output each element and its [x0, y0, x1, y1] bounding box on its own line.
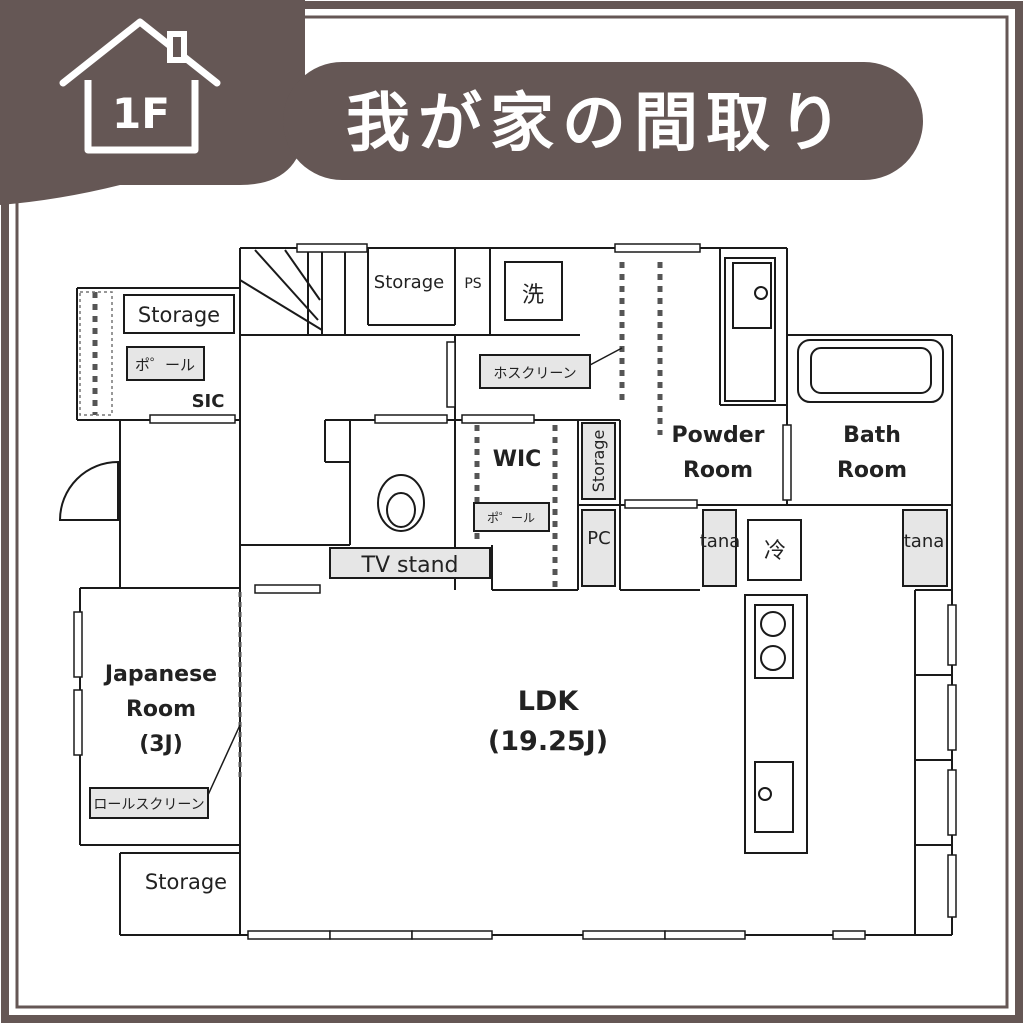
- pole-wic-box: [473, 502, 550, 532]
- screen-hos-label: ホスクリーン: [493, 366, 576, 382]
- screen-hos-box: [479, 354, 591, 389]
- roll-screen-box: [89, 787, 209, 819]
- ldk-label-1: LDK: [518, 686, 580, 717]
- pole-sic-label: ポ゜ール: [135, 356, 195, 374]
- storage-vertical-label: Storage: [589, 430, 608, 493]
- washer-label: 洗: [522, 283, 544, 308]
- entrance-door: [58, 460, 119, 521]
- windows: [73, 243, 957, 940]
- sic-pole-area: [79, 291, 113, 416]
- powder-room-label-2: Room: [683, 458, 753, 483]
- page-title: 我が家の間取り: [346, 87, 850, 161]
- storage-bottom-label: Storage: [145, 870, 227, 894]
- tana-right-label: tana: [904, 531, 945, 552]
- storage-left-box: [123, 294, 235, 334]
- tv-stand-box: [329, 547, 491, 579]
- pc-label: PC: [587, 528, 610, 549]
- pole-sic-box: [126, 346, 205, 381]
- fridge-label: 冷: [764, 539, 786, 564]
- storage-left-label: Storage: [138, 303, 220, 327]
- house-icon: [59, 18, 221, 154]
- corner-banner: [0, 0, 305, 205]
- japanese-room-label-3: (3J): [139, 732, 183, 757]
- wic-label: WIC: [493, 447, 542, 472]
- japanese-room-label-1: Japanese: [103, 662, 217, 687]
- sic-label: SIC: [192, 391, 225, 412]
- storage-top-label: Storage: [374, 272, 444, 293]
- roll-screen-label: ロールスクリーン: [93, 797, 204, 813]
- title-pill: [283, 62, 923, 180]
- tv-stand-label: TV stand: [361, 553, 459, 578]
- pc-box: [581, 509, 616, 587]
- floor-badge: 1F: [112, 89, 170, 138]
- powder-room-label-1: Powder: [671, 423, 764, 448]
- fixtures: [89, 257, 948, 854]
- tana-left-label: tana: [700, 531, 741, 552]
- pole-wic-label: ポ゜ール: [487, 511, 535, 525]
- storage-vertical-box: [581, 422, 616, 500]
- japanese-room-label-2: Room: [126, 697, 196, 722]
- ps-label: PS: [464, 276, 481, 292]
- fridge-box: [747, 519, 802, 581]
- bath-room-label-2: Room: [837, 458, 907, 483]
- leader-lines: [207, 347, 623, 796]
- inner-border: [15, 15, 1009, 1009]
- washer-box: [504, 261, 563, 321]
- bath-room-label-1: Bath: [843, 423, 901, 448]
- ldk-label-2: (19.25J): [488, 726, 608, 757]
